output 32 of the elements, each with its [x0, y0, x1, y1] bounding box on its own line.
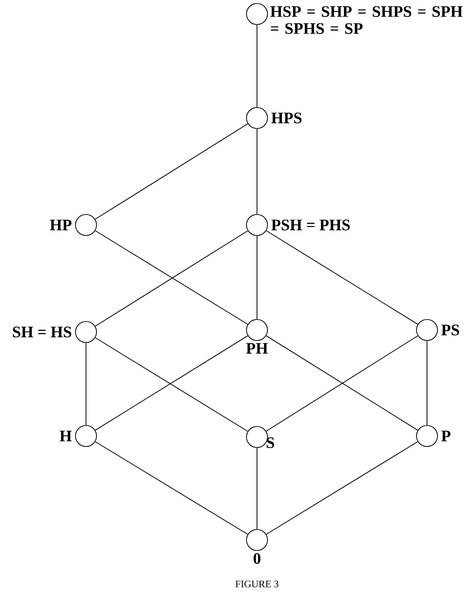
lattice-node: PH — [246, 319, 268, 354]
edge-line — [266, 230, 418, 325]
lattice-node: P — [416, 425, 450, 447]
edge-line — [256, 24, 258, 108]
lattice-node: HSP = SHP = SHPS = SPH = SPHS = SP — [246, 3, 463, 34]
lattice-node: PS — [416, 319, 460, 341]
node-label: HP — [50, 220, 72, 230]
lattice-node: 0 — [246, 529, 268, 564]
node-label: PH — [246, 343, 268, 354]
node-label: H — [60, 430, 72, 442]
node-label: SH = HS — [12, 326, 72, 338]
edge-line — [256, 236, 258, 320]
lattice-node: SH = HS — [12, 321, 97, 343]
lattice-node: H — [60, 425, 97, 447]
node-label: 0 — [254, 553, 260, 564]
node-label: PS — [441, 324, 460, 336]
edge-line — [266, 441, 418, 535]
lattice-node: PSH = PHS — [246, 214, 350, 236]
node-label: HSP = SHP = SHPS = SPH = SPHS = SP — [270, 6, 463, 34]
node-label: PSH = PHS — [271, 220, 350, 230]
edge-line — [94, 441, 248, 535]
caption: FIGURE 3 — [235, 580, 278, 588]
lattice-node: HPS — [246, 107, 302, 129]
lattice-node: S — [246, 426, 274, 448]
edge-line — [94, 123, 248, 220]
edge-line — [426, 340, 428, 426]
node-label: P — [441, 430, 450, 442]
node-label: S — [266, 437, 274, 448]
edge-line — [256, 448, 258, 530]
lattice-node: HP — [50, 214, 97, 236]
node-label: HPS — [271, 112, 302, 124]
edge-line — [256, 128, 258, 214]
